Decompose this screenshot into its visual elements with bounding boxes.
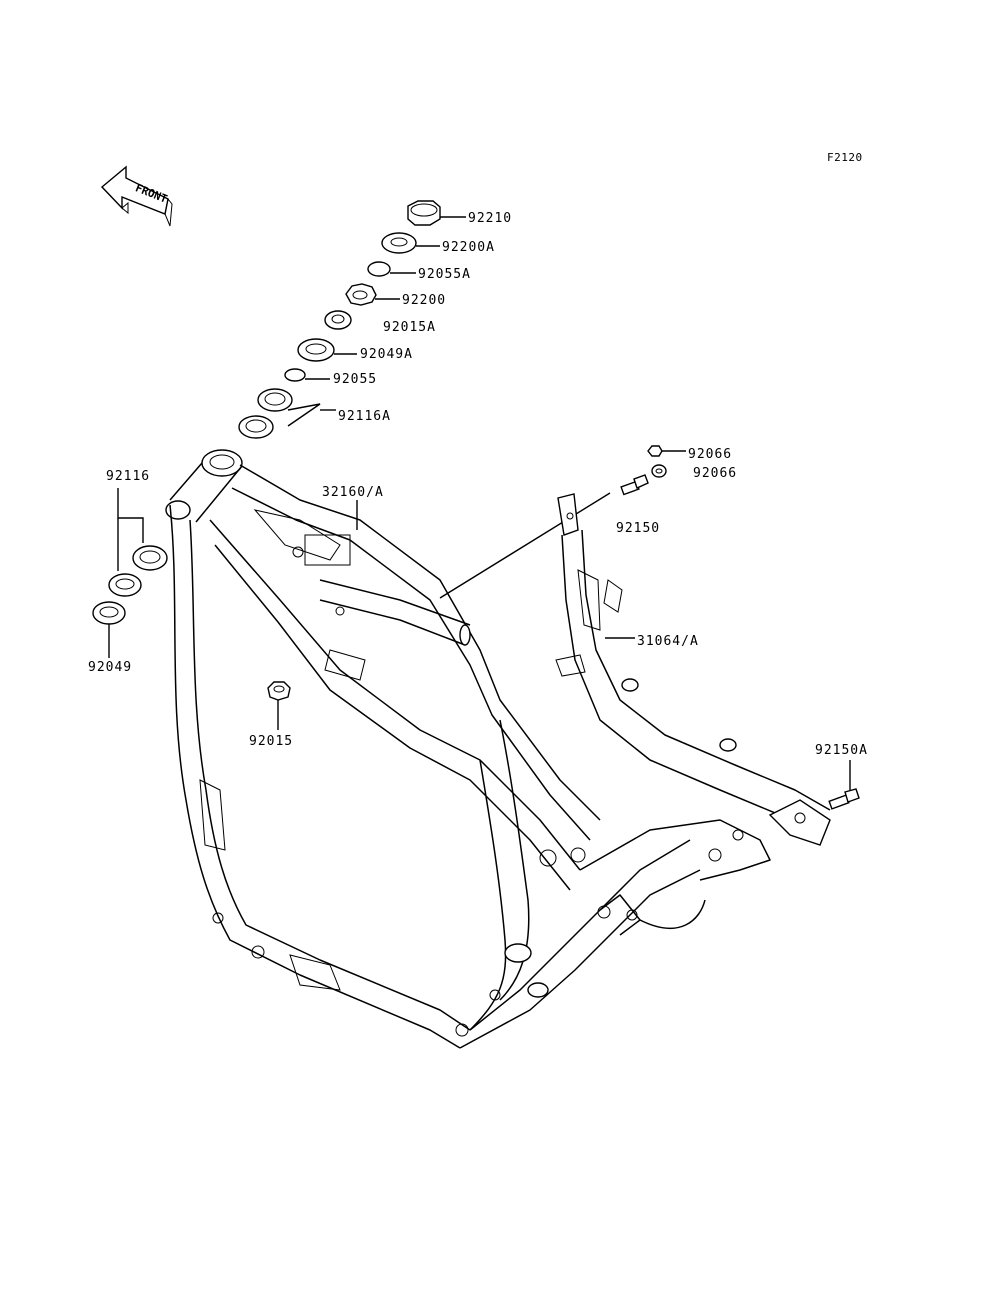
label-32160A: 32160/A [322,485,384,500]
part-92066-nuts [647,445,686,478]
label-92150: 92150 [616,521,661,536]
label-92015A: 92015A [383,320,436,335]
label-92066-bottom: 92066 [693,466,738,481]
part-92150-bolt [439,474,649,599]
label-92150A: 92150A [815,743,868,758]
main-frame-32160 [165,449,771,1049]
sub-frame-31064 [555,493,831,846]
label-92015: 92015 [249,734,294,749]
label-92200: 92200 [402,293,447,308]
label-92210: 92210 [468,211,513,226]
steering-stem-parts [238,200,466,439]
part-92015-nut [267,681,291,730]
part-92055A-oring [367,261,416,277]
label-92116A: 92116A [338,409,391,424]
label-92200A: 92200A [442,240,495,255]
label-92049: 92049 [88,660,133,675]
part-92200-lockwasher [345,283,400,306]
part-92150A-bolt [828,760,860,810]
label-92049A: 92049A [360,347,413,362]
label-92055: 92055 [333,372,378,387]
part-92015A-nut [324,310,352,330]
label-92055A: 92055A [418,267,471,282]
part-92116-bearings [108,488,168,597]
part-92049-seal [92,601,126,658]
part-92200A-washer [381,232,440,254]
part-92055-oring [284,368,330,382]
front-arrow-icon: FRONT [100,165,173,227]
part-92210-nut [407,200,466,226]
label-31064A: 31064/A [637,634,699,649]
label-92066-top: 92066 [688,447,733,462]
part-92116A-bearings [238,388,336,439]
figure-id: F2120 [827,151,863,164]
part-92049A-seal [297,338,357,362]
label-92116: 92116 [106,469,151,484]
